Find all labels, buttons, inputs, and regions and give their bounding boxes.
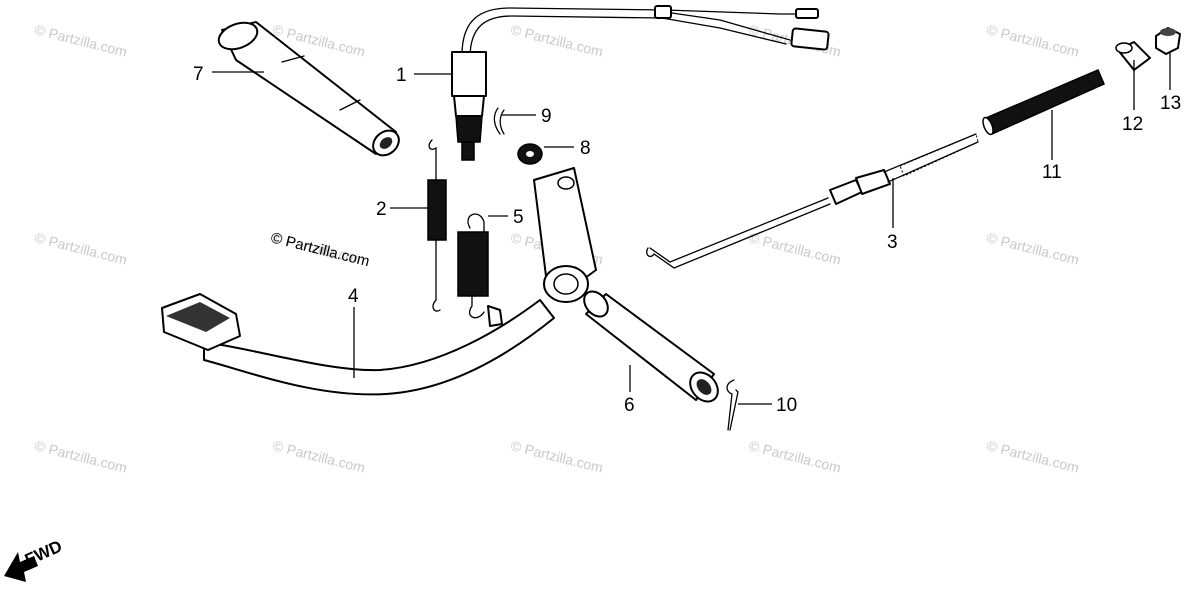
part-11-rod-spring[interactable] (981, 69, 1105, 136)
part-2-return-spring[interactable] (427, 139, 447, 312)
callout-9: 9 (541, 106, 552, 127)
callout-12: 12 (1122, 114, 1143, 135)
forward-arrow-icon (4, 552, 38, 582)
part-3-brake-rod[interactable] (646, 133, 979, 269)
watermark-text: © Partzilla.com (747, 229, 842, 267)
part-13-adjusting-nut[interactable] (1155, 27, 1181, 55)
callout-labels: 1 2 3 4 5 6 7 8 9 10 11 12 13 (193, 64, 1181, 416)
watermark-text: © Partzilla.com (33, 229, 128, 267)
callout-11: 11 (1042, 162, 1062, 183)
part-4-brake-pedal[interactable] (161, 167, 597, 396)
watermark-text: © Partzilla.com (509, 21, 604, 59)
watermark-text: © Partzilla.com (985, 437, 1080, 475)
callout-8: 8 (580, 138, 591, 159)
callout-3: 3 (887, 232, 898, 253)
callout-5: 5 (513, 207, 524, 228)
part-8-washer[interactable] (517, 143, 543, 165)
part-5-spring[interactable] (457, 213, 489, 319)
callout-1: 1 (396, 65, 407, 86)
watermark-text: © Partzilla.com (509, 437, 604, 475)
part-7-pivot-shaft[interactable] (215, 18, 404, 161)
part-1-stop-switch[interactable] (451, 5, 830, 161)
forward-direction-indicator: FWD (4, 537, 65, 582)
fwd-label: FWD (22, 537, 65, 570)
watermark-text: © Partzilla.com (747, 437, 842, 475)
callout-6: 6 (624, 395, 635, 416)
watermark-text: © Partzilla.com (271, 437, 366, 475)
callout-4: 4 (348, 286, 359, 307)
callout-13: 13 (1160, 93, 1181, 114)
leader-lines (212, 52, 1171, 405)
part-6-pivot-collar[interactable] (579, 287, 723, 407)
part-10-cotter-pin[interactable] (726, 379, 739, 431)
callout-10: 10 (776, 395, 797, 416)
copyright-credit: © Partzilla.com (269, 229, 371, 270)
callout-2: 2 (376, 199, 387, 220)
part-12-joint[interactable] (1115, 41, 1151, 71)
watermark-text: © Partzilla.com (33, 437, 128, 475)
watermark-text: © Partzilla.com (33, 21, 128, 59)
watermark-text: © Partzilla.com (985, 229, 1080, 267)
watermark-text: © Partzilla.com (985, 21, 1080, 59)
callout-7: 7 (193, 64, 204, 85)
part-9-cotter-pin[interactable] (493, 107, 505, 135)
